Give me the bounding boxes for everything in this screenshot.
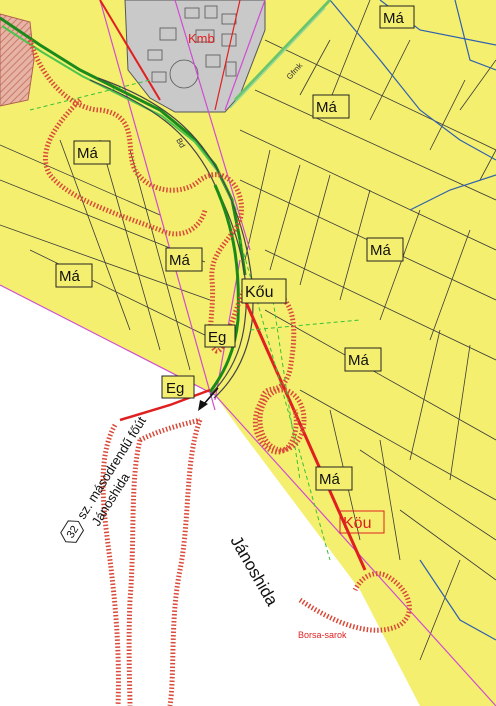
zone-label-ma-4: Má	[366, 237, 404, 262]
svg-text:Má: Má	[383, 10, 404, 27]
svg-text:Má: Má	[316, 99, 337, 116]
route-shield-icon	[60, 520, 85, 543]
kou-red-label: Köu	[339, 510, 385, 534]
kmb-label: Kmb	[188, 31, 215, 46]
svg-text:Eg: Eg	[166, 380, 184, 397]
zone-label-ma-3: Má	[73, 140, 111, 165]
svg-text:Köu: Köu	[343, 515, 371, 532]
parcel-lines	[0, 0, 496, 661]
borsa-sarok-label: Borsa-sarok	[298, 630, 347, 640]
hatched-boundaries	[27, 39, 412, 706]
main-road	[89, 77, 254, 399]
svg-text:Má: Má	[59, 268, 80, 285]
zone-label-eg-1: Eg	[204, 324, 236, 348]
zone-label-eg-2: Eg	[161, 375, 195, 399]
zone-label-ma-7: Má	[344, 347, 382, 372]
zone-label-ma-8: Má	[315, 466, 353, 491]
zone-label-kou: Kőu	[241, 278, 287, 304]
direction-arrow	[198, 387, 219, 411]
svg-text:Kmb: Kmb	[188, 31, 215, 46]
svg-text:Má: Má	[370, 242, 391, 259]
red-road	[99, 0, 367, 571]
zone-label-ma-2: Má	[312, 94, 350, 119]
svg-text:Má: Má	[169, 252, 190, 269]
zone-label-ma-6: Má	[55, 263, 93, 288]
svg-text:Kőu: Kőu	[245, 284, 273, 301]
svg-text:Má: Má	[348, 352, 369, 369]
dashed-lines	[29, 79, 361, 561]
svg-text:Eg: Eg	[208, 329, 226, 346]
svg-text:Má: Má	[77, 145, 98, 162]
zone-label-ma-5: Má	[165, 247, 203, 272]
route-number: 32	[65, 524, 82, 541]
road-tag-label: Bd	[174, 137, 187, 150]
zone-label-ma-1: Má	[379, 5, 415, 29]
svg-text:Má: Má	[319, 471, 340, 488]
